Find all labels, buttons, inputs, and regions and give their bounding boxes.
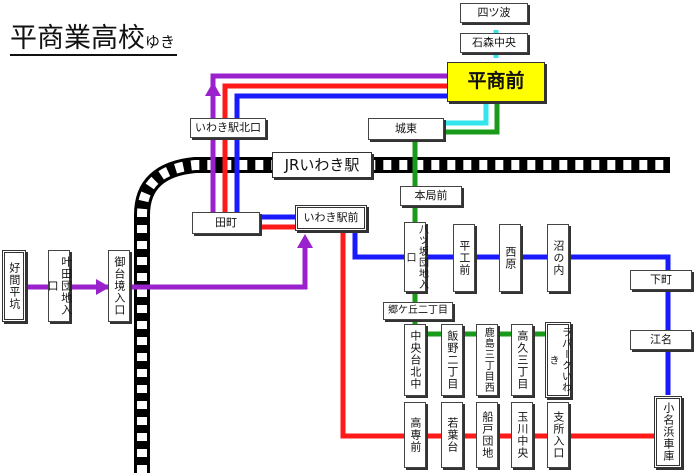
stop-shimomachi: 下町	[630, 270, 692, 290]
stop-takaku: 高久三丁目	[511, 324, 533, 396]
stop-la-park: ラパークいわき	[545, 322, 571, 398]
purple-arrow-north-tamachi	[205, 82, 221, 96]
stop-kanoda: 叶田団地入口	[46, 250, 73, 322]
jr-railway	[134, 157, 670, 473]
stop-tamagawa: 玉川中央	[511, 402, 533, 468]
stop-ishimori: 石森中央	[460, 33, 528, 53]
stop-iino: 飯野二丁目	[441, 324, 463, 396]
stop-onahama-shako: 小名浜車庫	[654, 396, 682, 468]
stop-wakabadai: 若葉台	[441, 402, 463, 468]
stop-yotsukura: 四ツ波	[460, 3, 528, 23]
purple-arrow-north-ekimae	[297, 234, 313, 248]
stop-yosuma: 好間平坑	[2, 250, 26, 322]
stop-kashima: 鹿島三丁目西	[476, 324, 498, 396]
page-title: 平商業高校ゆき	[10, 23, 178, 56]
purple-arrow-east	[96, 279, 110, 295]
stop-gotaisakai: 御台境入口	[108, 250, 130, 322]
stop-shisho-iriguchi: 支所入口	[547, 402, 569, 468]
stop-iwaki-ekimae: いわき駅前	[295, 205, 367, 231]
title-main: 平商業高校	[10, 23, 145, 54]
stop-enami: 江名	[630, 330, 692, 350]
stop-hirasho-mae-destination: 平商前	[447, 62, 545, 102]
stop-hon-kyoku-mae: 本局前	[400, 186, 462, 206]
stop-gokegaoka: 郷ケ丘二丁目	[383, 302, 453, 320]
jr-iwaki-station-label: JRいわき駅	[272, 152, 372, 178]
stop-yattsusaka: 八ツ坂団地入口	[404, 222, 428, 292]
stop-nishi-hara: 西原	[499, 224, 521, 292]
title-suffix: ゆき	[145, 33, 176, 51]
stop-tamachi: 田町	[192, 212, 260, 234]
stop-funado: 船戸団地	[476, 402, 498, 468]
stop-chuodai-kita: 中央台北中	[404, 324, 426, 396]
stop-kosen-mae: 高専前	[404, 402, 426, 468]
stop-iwaki-kitaguchi: いわき駅北口	[190, 118, 266, 138]
stop-jo-to: 城東	[368, 118, 444, 140]
stop-numanouchi: 沼の内	[547, 224, 569, 292]
stop-heiko-mae: 平工前	[453, 224, 475, 292]
